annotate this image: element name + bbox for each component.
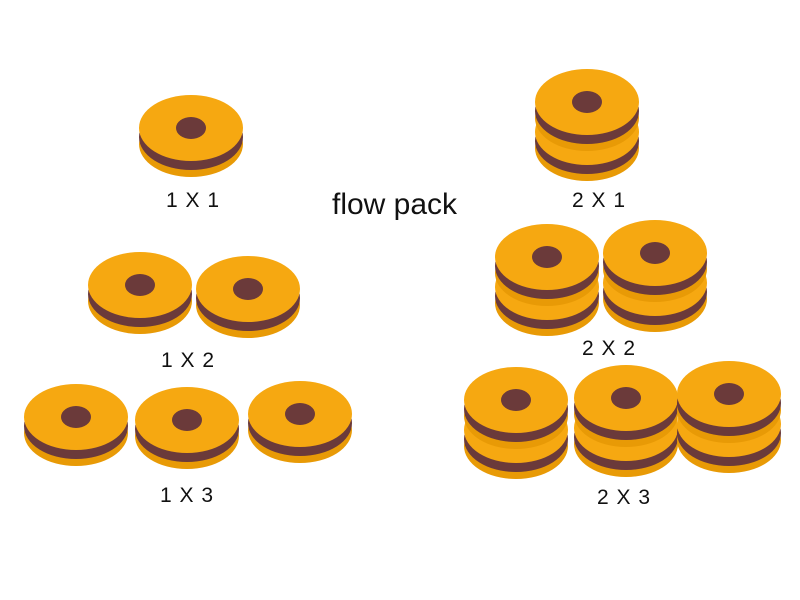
cookie-stack-5-1: [495, 224, 599, 336]
cookie-stack-6-1: [464, 367, 568, 479]
cookie-stack-6-2: [574, 365, 678, 477]
cookie-stack-3-1: [24, 384, 128, 466]
label-2x1: 2 X 1: [572, 189, 627, 212]
label-1x1: 1 X 1: [166, 189, 221, 212]
cookie-stack-1-1: [139, 95, 243, 177]
diagram-title: flow pack: [332, 188, 458, 221]
label-2x2: 2 X 2: [582, 337, 637, 360]
cookie-stack-4-1: [535, 69, 639, 181]
label-1x2: 1 X 2: [161, 349, 216, 372]
label-1x3: 1 X 3: [160, 484, 215, 507]
cookie-stack-6-3: [677, 361, 781, 473]
cookie-stack-3-2: [135, 387, 239, 469]
cookie-stack-3-3: [248, 381, 352, 463]
label-2x3: 2 X 3: [597, 486, 652, 509]
cookie-stack-2-2: [196, 256, 300, 338]
cookie-stack-2-1: [88, 252, 192, 334]
cookie-stack-5-2: [603, 220, 707, 332]
